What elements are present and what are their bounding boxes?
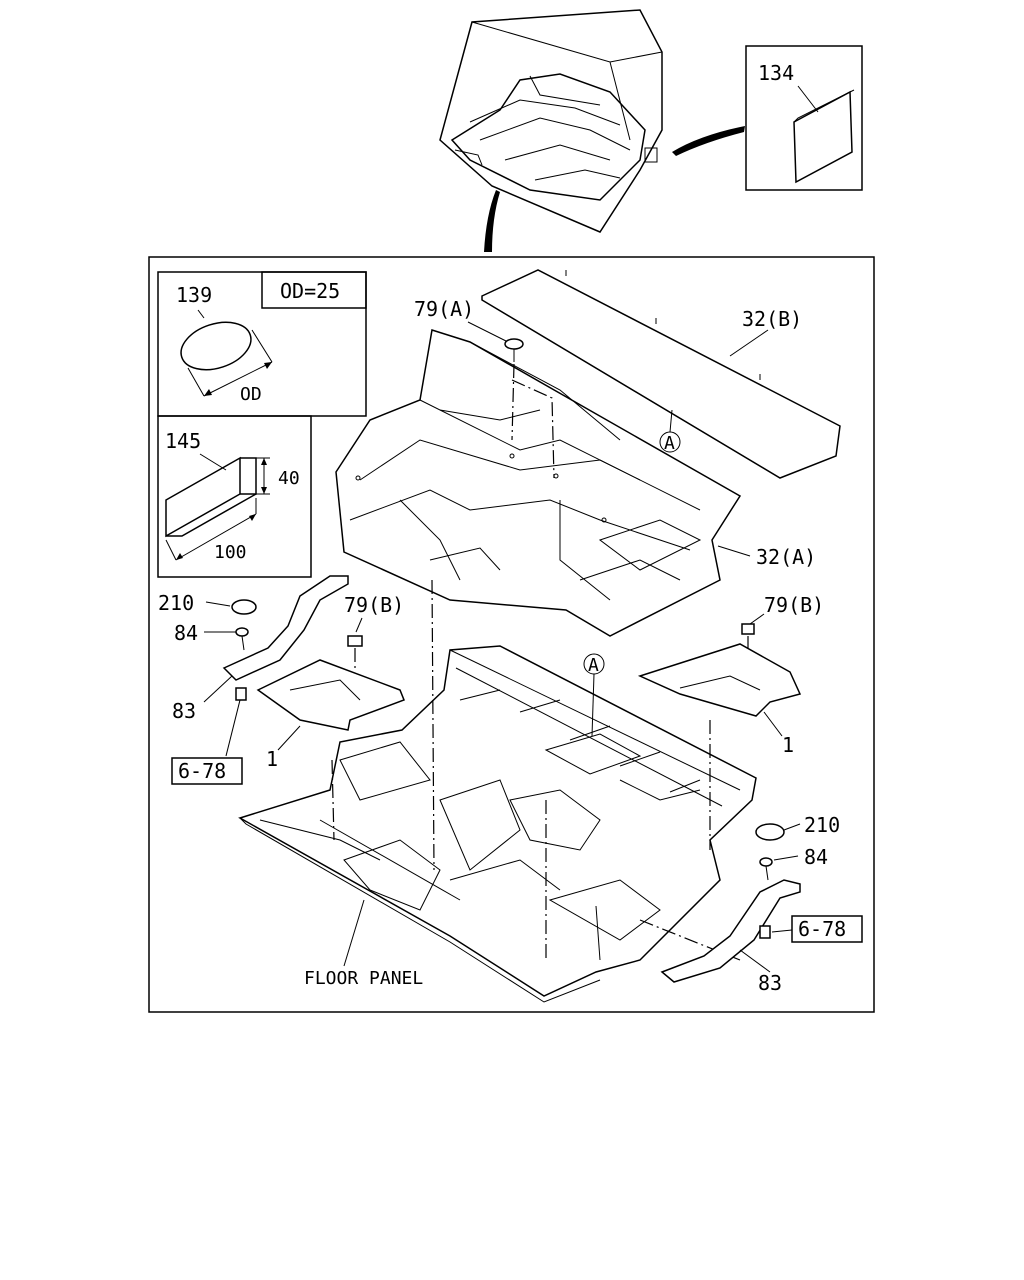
callout-210-left: 210 [158,591,194,615]
alignment-line-4 [331,759,335,841]
leader-swoosh-134 [672,126,745,156]
screw-84-left [235,627,249,637]
floor-panel-label: FLOOR PANEL [304,968,423,989]
callout-210-right: 210 [804,813,840,837]
callout-32a: 32(A) [756,545,816,569]
mat-1-right [637,643,802,717]
detail-145: 145 40 100 [157,415,312,578]
length-dimension-label: 100 [214,542,247,563]
callout-79b-left: 79(B) [344,593,404,617]
ref-box-right [791,915,863,943]
clip-right [759,925,771,939]
part-32b-board [481,269,841,479]
callout-1-right: 1 [782,733,794,757]
alignment-line-5 [639,919,741,961]
callout-83-right: 83 [758,971,782,995]
cab-overview-drawing [439,9,663,233]
inset-134: 134 [745,45,863,191]
marker-a-bottom-label: A [588,655,599,676]
alignment-line-1 [431,579,435,871]
mat-1-left [256,659,405,731]
callout-84-right: 84 [804,845,828,869]
disc-139 [180,321,252,371]
height-dimension-label: 40 [278,468,300,489]
callout-1-left: 1 [266,747,278,771]
clip-left [235,687,247,701]
od-spec-label: OD=25 [280,279,340,303]
clip-79b-right [741,623,755,635]
main-diagram-frame [148,256,875,1013]
detail-139: OD=25 139 OD [157,271,367,417]
od-dimension-label: OD [240,384,262,405]
marker-a-top-label: A [664,433,675,454]
callout-139: 139 [176,283,212,307]
cap-210-right [755,823,785,841]
callout-83-left: 83 [172,699,196,723]
callout-145: 145 [165,429,201,453]
callout-79b-right: 79(B) [764,593,824,617]
bracket-83-left [222,575,349,681]
part-32a-carpet [335,329,742,637]
clip-79a [504,338,524,350]
callout-84-left: 84 [174,621,198,645]
callout-32b: 32(B) [742,307,802,331]
screw-84-right [759,857,773,867]
ref-6-78-right: 6-78 [798,917,846,941]
callout-134: 134 [758,61,794,85]
ref-box-left [171,757,243,785]
leader-swoosh-main [484,190,500,252]
clip-79b-left [347,635,363,647]
ref-6-78-left: 6-78 [178,759,226,783]
cap-210-left [231,599,257,615]
floor-panel [238,645,757,1003]
callout-79a: 79(A) [414,297,474,321]
bracket-83-right [660,879,801,983]
